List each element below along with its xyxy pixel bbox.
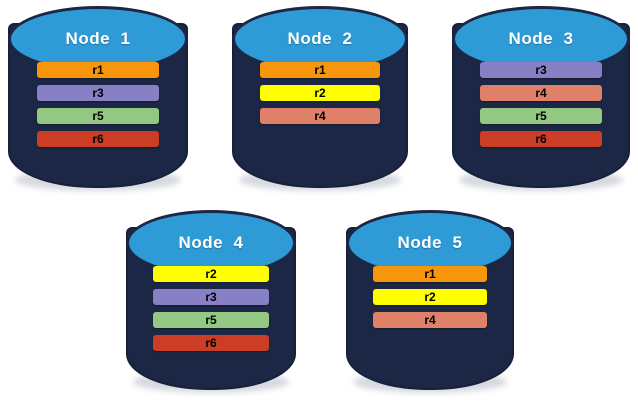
replica-bar[interactable]: r1 [372, 266, 488, 282]
replica-bar[interactable]: r2 [153, 266, 269, 282]
replica-list: r1 r2 r4 [232, 62, 408, 124]
replica-list: r2 r3 r5 r6 [126, 266, 296, 351]
replica-list: r1 r2 r4 [346, 266, 514, 328]
replica-bar[interactable]: r1 [260, 62, 380, 78]
replica-bar[interactable]: r1 [36, 62, 160, 78]
replica-bar[interactable]: r5 [480, 108, 602, 124]
replica-bar[interactable]: r2 [372, 289, 488, 305]
replica-list: r1 r3 r5 r6 [8, 62, 188, 147]
replica-bar[interactable]: r6 [480, 131, 602, 147]
replica-bar[interactable]: r3 [153, 289, 269, 305]
replica-bar[interactable]: r4 [260, 108, 380, 124]
replica-bar[interactable]: r2 [260, 85, 380, 101]
replica-bar[interactable]: r4 [480, 85, 602, 101]
replica-bar[interactable]: r6 [36, 131, 160, 147]
replica-list: r3 r4 r5 r6 [452, 62, 630, 147]
replica-bar[interactable]: r5 [153, 312, 269, 328]
replica-bar[interactable]: r6 [153, 335, 269, 351]
replica-bar[interactable]: r3 [36, 85, 160, 101]
replica-bar[interactable]: r5 [36, 108, 160, 124]
replica-bar[interactable]: r4 [372, 312, 488, 328]
cylinder-top-ellipse [232, 6, 408, 72]
replica-bar[interactable]: r3 [480, 62, 602, 78]
